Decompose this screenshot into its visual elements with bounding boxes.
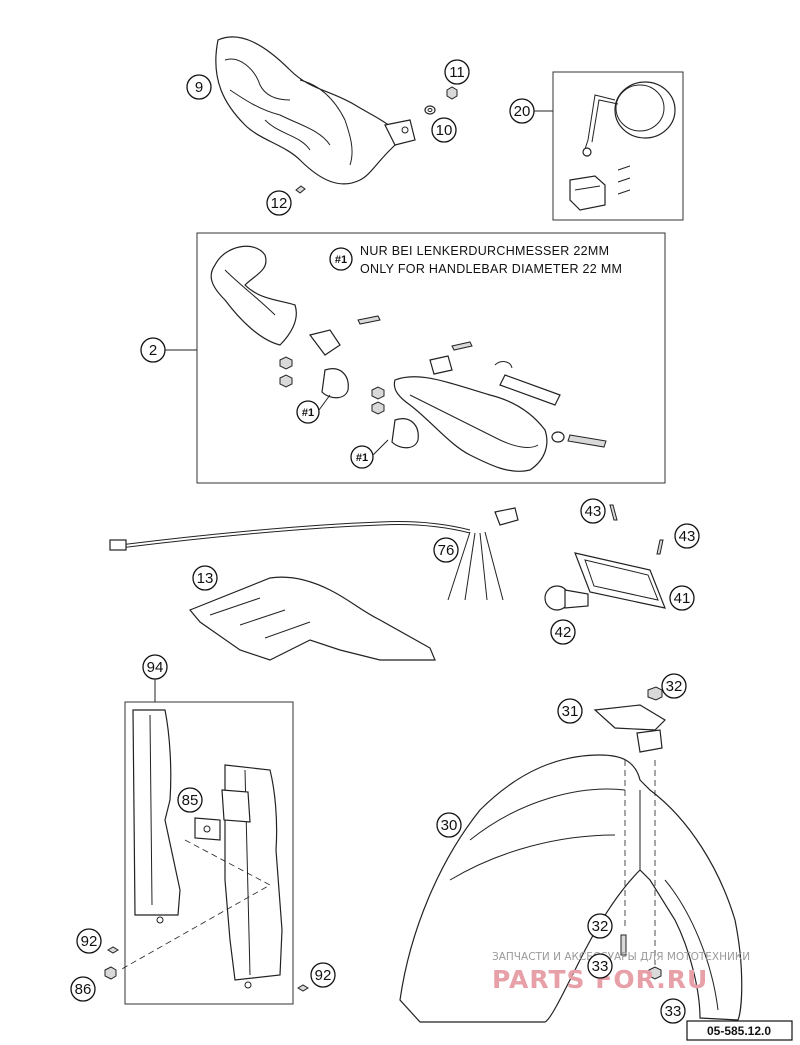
callout-32a: 32 bbox=[661, 673, 687, 699]
callout-12: 12 bbox=[266, 190, 292, 216]
front-fender-part bbox=[399, 754, 743, 1023]
callout-33b: 33 bbox=[660, 998, 686, 1024]
hash-marker: #1 bbox=[350, 445, 374, 469]
handguard-right-part bbox=[371, 341, 607, 472]
svg-text:86: 86 bbox=[75, 981, 92, 998]
svg-text:41: 41 bbox=[674, 590, 691, 607]
svg-text:43: 43 bbox=[585, 503, 602, 520]
svg-text:92: 92 bbox=[315, 967, 332, 984]
mirror-part bbox=[569, 81, 676, 211]
svg-text:94: 94 bbox=[147, 659, 164, 676]
svg-text:#1: #1 bbox=[335, 254, 347, 266]
hash-marker: #1 bbox=[296, 400, 320, 424]
svg-text:33: 33 bbox=[592, 958, 609, 975]
svg-text:05-585.12.0: 05-585.12.0 bbox=[707, 1024, 771, 1038]
tail-light-part bbox=[574, 504, 666, 609]
svg-text:#1: #1 bbox=[356, 452, 368, 464]
callout-20: 20 bbox=[509, 98, 535, 124]
screw-86-part bbox=[104, 966, 117, 980]
svg-text:32: 32 bbox=[592, 918, 609, 935]
bracket-31-part bbox=[593, 704, 666, 753]
callout-31: 31 bbox=[557, 698, 583, 724]
callout-41: 41 bbox=[669, 585, 695, 611]
svg-text:#1: #1 bbox=[302, 407, 314, 419]
callout-32b: 32 bbox=[587, 913, 613, 939]
reference-code: 05-585.12.0 bbox=[686, 1020, 793, 1041]
callout-42: 42 bbox=[550, 619, 576, 645]
nut-11-part bbox=[446, 86, 458, 100]
callout-43a: 43 bbox=[580, 498, 606, 524]
svg-text:11: 11 bbox=[449, 64, 465, 81]
washer-10-part bbox=[424, 105, 436, 115]
fork-guard-left-part bbox=[132, 709, 181, 924]
callout-86: 86 bbox=[70, 976, 96, 1002]
nut-33-part bbox=[648, 966, 662, 980]
callout-10: 10 bbox=[431, 117, 457, 143]
fork-guard-right-part bbox=[221, 764, 283, 989]
screw-92-part bbox=[107, 946, 309, 992]
handguard-left-part bbox=[210, 245, 381, 399]
note-marker: #1 bbox=[329, 247, 353, 271]
svg-text:32: 32 bbox=[666, 678, 683, 695]
svg-text:10: 10 bbox=[436, 122, 453, 139]
svg-text:85: 85 bbox=[182, 792, 199, 809]
svg-text:42: 42 bbox=[555, 624, 572, 641]
number-plate-part bbox=[189, 576, 436, 661]
mirror-kit-box bbox=[552, 71, 684, 221]
callout-92a: 92 bbox=[76, 928, 102, 954]
callout-13: 13 bbox=[192, 565, 218, 591]
wiring-harness-part bbox=[109, 507, 519, 601]
headlight-mask-part bbox=[215, 36, 416, 185]
callout-43b: 43 bbox=[674, 523, 700, 549]
svg-text:30: 30 bbox=[441, 817, 458, 834]
svg-text:13: 13 bbox=[197, 570, 214, 587]
svg-text:92: 92 bbox=[81, 933, 98, 950]
bolt-32-part bbox=[620, 686, 663, 956]
svg-text:43: 43 bbox=[679, 528, 696, 545]
svg-text:20: 20 bbox=[514, 103, 531, 120]
svg-text:9: 9 bbox=[195, 79, 203, 96]
handguard-kit-box bbox=[196, 232, 666, 484]
note-line-de: NUR BEI LENKERDURCHMESSER 22MM bbox=[360, 244, 609, 258]
screw-12-part bbox=[295, 185, 306, 194]
svg-text:12: 12 bbox=[271, 195, 288, 212]
svg-text:2: 2 bbox=[149, 342, 157, 359]
callout-85: 85 bbox=[177, 787, 203, 813]
note-line-en: ONLY FOR HANDLEBAR DIAMETER 22 MM bbox=[360, 262, 622, 276]
watermark-caption: ЗАПЧАСТИ И АКСЕССУАРЫ ДЛЯ МОТОТЕХНИКИ bbox=[492, 951, 750, 963]
svg-text:33: 33 bbox=[665, 1003, 682, 1020]
callout-92b: 92 bbox=[310, 962, 336, 988]
callout-94: 94 bbox=[142, 654, 168, 680]
bulb-42-part bbox=[544, 585, 589, 611]
callout-11: 11 bbox=[444, 59, 470, 85]
callout-30: 30 bbox=[436, 812, 462, 838]
callout-76: 76 bbox=[433, 537, 459, 563]
svg-text:76: 76 bbox=[438, 542, 455, 559]
callout-33a: 33 bbox=[587, 953, 613, 979]
callout-9: 9 bbox=[186, 74, 212, 100]
clip-85-part bbox=[194, 817, 221, 841]
svg-text:31: 31 bbox=[562, 703, 579, 720]
fork-guard-kit-box bbox=[124, 701, 294, 1005]
callout-2: 2 bbox=[140, 337, 166, 363]
